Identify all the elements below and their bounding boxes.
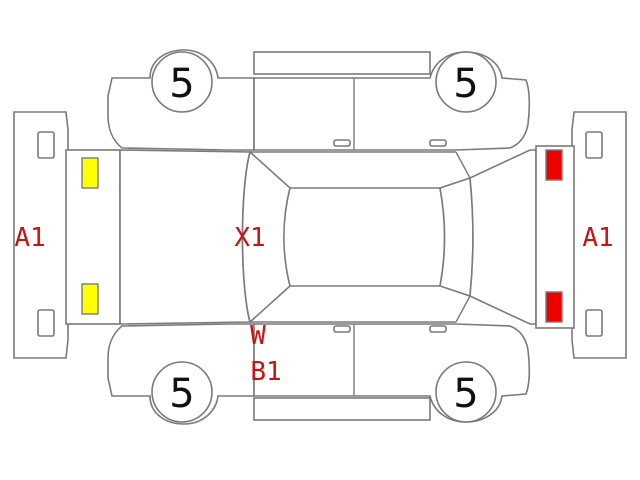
wheel-front-right: 5 <box>151 361 213 423</box>
front-lamp-bottom <box>81 283 99 315</box>
front-bumper <box>13 111 69 359</box>
rear-lamp-top <box>545 149 563 181</box>
wheel-rear-left: 5 <box>435 51 497 113</box>
wheel-front-right-value: 5 <box>169 371 194 417</box>
wheel-rear-left-value: 5 <box>453 61 478 107</box>
code-front-pillar: X1 <box>234 223 265 253</box>
rear-lamp-bottom <box>545 291 563 323</box>
rear-bumper <box>571 111 627 359</box>
wheel-front-left-value: 5 <box>169 61 194 107</box>
code-front-bumper: A1 <box>14 223 45 253</box>
front-lamp-top <box>81 157 99 189</box>
code-lower-pillar-b: B1 <box>250 357 281 387</box>
roof-strip-bottom <box>253 397 431 421</box>
wheel-rear-right: 5 <box>435 361 497 423</box>
wheel-rear-right-value: 5 <box>453 371 478 417</box>
roof-strip-top <box>253 51 431 75</box>
code-lower-pillar-w: W <box>250 321 266 351</box>
code-rear-bumper: A1 <box>582 223 613 253</box>
wheel-front-left: 5 <box>151 51 213 113</box>
body-top-view <box>65 145 575 329</box>
